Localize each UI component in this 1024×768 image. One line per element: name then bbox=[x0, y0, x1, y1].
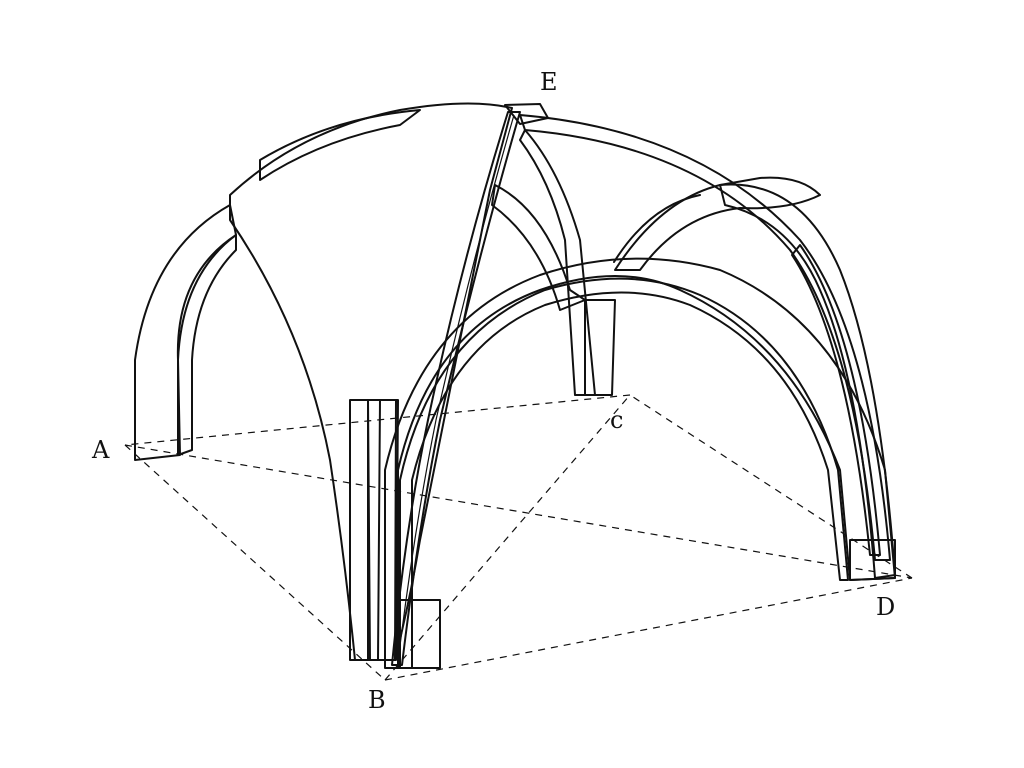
label-b: B bbox=[368, 686, 386, 714]
back-left-arch bbox=[134, 204, 237, 461]
plan-diagonal-b-c bbox=[384, 394, 631, 681]
inner-web-hatched bbox=[491, 184, 586, 311]
plan-diagonal-a-d bbox=[124, 444, 913, 579]
plan-line-a-b bbox=[124, 444, 386, 681]
vault-web bbox=[229, 102, 513, 661]
back-right-arch bbox=[613, 176, 821, 271]
diagonal-rib-e-d bbox=[519, 114, 891, 561]
front-arch-b-d bbox=[384, 257, 896, 669]
diagonal-rib-e-b bbox=[391, 111, 521, 666]
keystone bbox=[504, 103, 549, 125]
label-a: A bbox=[91, 436, 110, 464]
left-pier bbox=[349, 399, 399, 661]
right-outer-arch bbox=[719, 183, 896, 579]
plan-line-b-d bbox=[384, 577, 913, 681]
diagonal-rib-e-c bbox=[519, 129, 616, 396]
plan-line-d-c bbox=[629, 394, 913, 579]
label-c: c bbox=[610, 406, 623, 434]
label-e: E bbox=[540, 68, 558, 96]
point-labels: A B c D E bbox=[91, 68, 895, 714]
plan-line-c-a bbox=[124, 394, 631, 446]
ground-plan-lines bbox=[124, 394, 913, 681]
label-d: D bbox=[876, 593, 895, 621]
